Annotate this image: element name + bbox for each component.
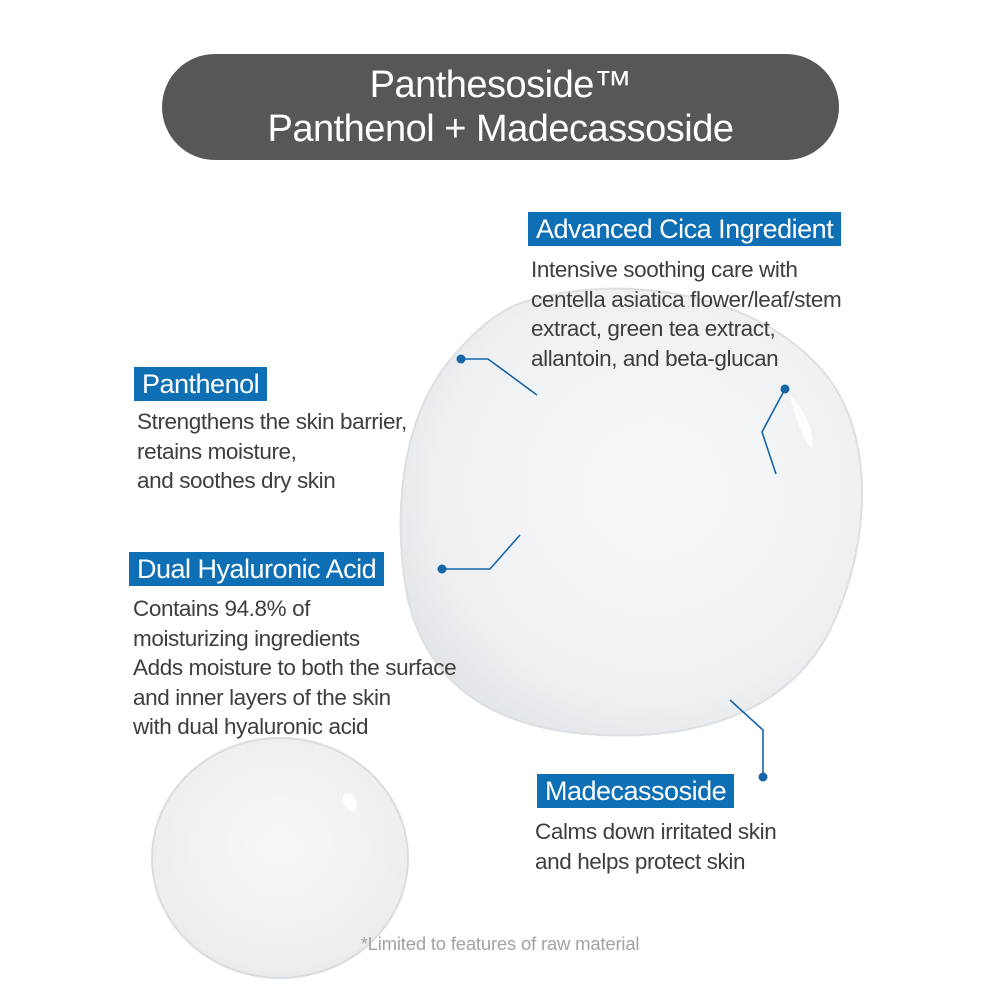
desc-line: allantoin, and beta-glucan bbox=[531, 345, 779, 371]
desc-line: retains moisture, bbox=[137, 438, 297, 464]
label-panthenol: Panthenol bbox=[134, 367, 268, 401]
connector-dot-dual-hyaluronic bbox=[437, 564, 447, 574]
label-advanced-cica: Advanced Cica Ingredient bbox=[528, 212, 842, 246]
desc-panthenol: Strengthens the skin barrier, retains mo… bbox=[137, 407, 407, 496]
desc-line: extract, green tea extract, bbox=[531, 316, 776, 341]
desc-advanced-cica: Intensive soothing care with centella as… bbox=[531, 255, 842, 373]
desc-line: with dual hyaluronic acid bbox=[133, 714, 369, 739]
header-line-2: Panthenol + Madecassoside bbox=[267, 108, 735, 150]
desc-line: centella asiatica flower/leaf/stem bbox=[531, 286, 842, 312]
connector-dot-madecassoside bbox=[758, 772, 768, 782]
desc-line: Adds moisture to both the surface bbox=[133, 655, 457, 680]
desc-line: and soothes dry skin bbox=[137, 468, 336, 493]
connector-dot-advanced-cica bbox=[780, 384, 790, 394]
desc-line: Intensive soothing care with bbox=[531, 257, 798, 282]
desc-line: Calms down irritated skin bbox=[535, 819, 777, 844]
desc-madecassoside: Calms down irritated skin and helps prot… bbox=[535, 817, 777, 876]
label-dual-hyaluronic: Dual Hyaluronic Acid bbox=[129, 552, 385, 586]
desc-line: and helps protect skin bbox=[535, 848, 746, 874]
connector-panthenol bbox=[461, 358, 538, 396]
label-madecassoside: Madecassoside bbox=[537, 774, 735, 808]
desc-dual-hyaluronic: Contains 94.8% of moisturizing ingredien… bbox=[133, 594, 457, 742]
connector-advanced-cica bbox=[761, 388, 786, 475]
desc-line: moisturizing ingredients bbox=[133, 625, 360, 651]
desc-line: and inner layers of the skin bbox=[133, 684, 391, 710]
header-title-pill: Panthesoside™ Panthenol + Madecassoside bbox=[162, 54, 839, 160]
header-line-1: Panthesoside™ bbox=[369, 64, 632, 106]
connector-madecassoside bbox=[729, 699, 764, 777]
connector-dual-hyaluronic bbox=[442, 534, 521, 570]
footnote: *Limited to features of raw material bbox=[360, 933, 640, 954]
desc-line: Strengthens the skin barrier, bbox=[137, 409, 407, 434]
connector-dot-panthenol bbox=[456, 354, 466, 364]
desc-line: Contains 94.8% of bbox=[133, 596, 311, 621]
